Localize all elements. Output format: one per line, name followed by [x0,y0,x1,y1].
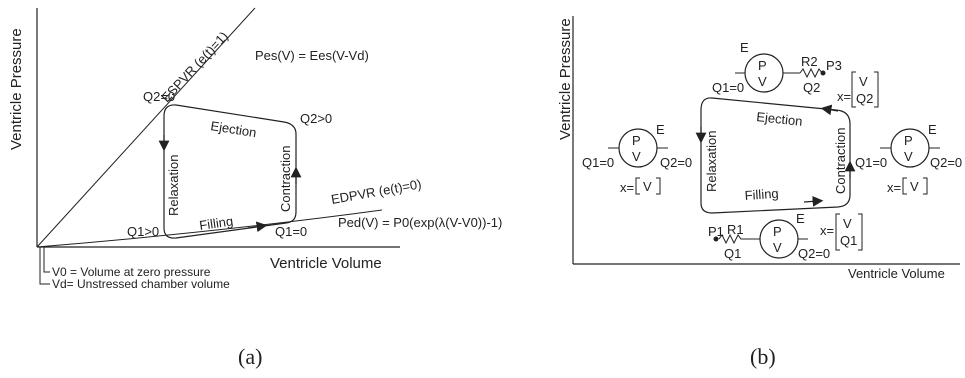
ped-formula: Ped(V) = P0(exp(λ(V-V0))-1) [338,215,502,230]
q1-label-left: Q1=0 [582,155,614,170]
filling-arrow-a [247,221,268,233]
x-bracket-right [902,177,928,195]
panel-b: Ventricle Pressure Ventricle Volume Ejec… [557,16,962,369]
x-axis-label-b: Ventricle Volume [848,266,945,281]
v0-leader [43,247,50,273]
v-label-top: V [758,74,767,89]
q2-label-bottom: Q2=0 [798,246,830,261]
x-vec-bottom-0: V [843,216,852,231]
filling-arrow-b [803,195,824,207]
q2-label-right: Q2=0 [930,155,962,170]
x-eq-right: x= [887,180,901,195]
p-label-bottom: P [773,224,782,239]
p-label-top: P [758,58,767,73]
pes-formula: Pes(V) = Ees(V-Vd) [255,48,369,63]
x-vec-bottom-1: Q1 [840,233,857,248]
chamber-model-bottom: P V E P1 R1 Q1 Q2=0 x= V Q1 [708,211,863,261]
vd-note: Vd= Unstressed chamber volume [52,277,230,291]
caption-a: (a) [238,344,262,369]
e-label-bottom: E [796,211,805,226]
r1-label: R1 [727,222,744,237]
x-vec-left-0: V [643,179,652,194]
panel-a: Ventricle Pressure Ventricle Volume ESPV… [8,7,502,369]
x-eq-top: x= [837,89,851,104]
v-label-left: V [632,149,641,164]
p-label-right: P [904,133,913,148]
x-eq-left: x= [620,180,634,195]
v0-note: V0 = Volume at zero pressure [52,265,211,279]
chamber-model-right: P V E Q1=0 Q2=0 x= V [855,122,962,195]
relaxation-label-b: Relaxation [704,131,719,192]
node-p3 [820,70,826,76]
ejection-label-b: Ejection [756,109,804,129]
edpvr-curve [36,209,383,248]
relaxation-label-a: Relaxation [166,155,181,216]
q1-label-bottom: Q1 [724,246,741,261]
e-label-top: E [740,40,749,55]
y-axis-label-b: Ventricle Pressure [557,18,574,140]
contraction-label-a: Contraction [278,146,293,212]
pv-loop-a [163,104,297,239]
x-bracket-top [851,71,879,108]
x-vec-right-0: V [910,179,919,194]
ejection-arrow-b [820,104,839,116]
q2-pos-label-a: Q2>0 [300,111,332,126]
e-label-right: E [928,122,937,137]
v-label-bottom: V [773,240,782,255]
edpvr-label: EDPVR (e(t)=0) [330,176,423,207]
ejection-label-a: Ejection [210,118,258,140]
chamber-model-left: P V E Q1=0 Q2=0 x= V [582,122,692,195]
node-p1 [713,236,719,242]
q1-zero-label-a: Q1=0 [275,224,307,239]
q2-label-left: Q2=0 [660,155,692,170]
r2-label: R2 [801,54,818,69]
contraction-label-b: Contraction [833,128,848,194]
y-axis-label-a: Ventricle Pressure [8,28,25,150]
caption-b: (b) [750,344,776,369]
q2-label-top: Q2 [803,80,820,95]
x-bracket-bottom [835,213,863,251]
x-axis-label-a: Ventricle Volume [270,255,382,272]
resistor-r2 [799,67,823,79]
filling-label-a: Filling [198,213,234,233]
p1-label: P1 [708,224,724,239]
espvr-line [36,7,256,248]
q1-label-right: Q1=0 [855,155,887,170]
p3-label: P3 [826,58,842,73]
pv-loop-b [700,97,851,214]
x-eq-bottom: x= [820,223,834,238]
x-vec-top-1: Q2 [856,91,873,106]
q1-label-top: Q1=0 [712,80,744,95]
resistor-r1 [718,233,760,245]
p-label-left: P [632,133,641,148]
x-vec-top-0: V [859,74,868,89]
filling-label-b: Filling [744,186,779,203]
q2-zero-label-a: Q2=0 [143,89,175,104]
vd-leader [39,247,50,285]
q1-pos-label-a: Q1>0 [127,224,159,239]
e-label-left: E [656,122,665,137]
v-label-right: V [904,149,913,164]
x-bracket-left [635,177,661,195]
chamber-model-top: P V E Q1=0 R2 P3 Q2 x= V Q2 [712,40,879,108]
